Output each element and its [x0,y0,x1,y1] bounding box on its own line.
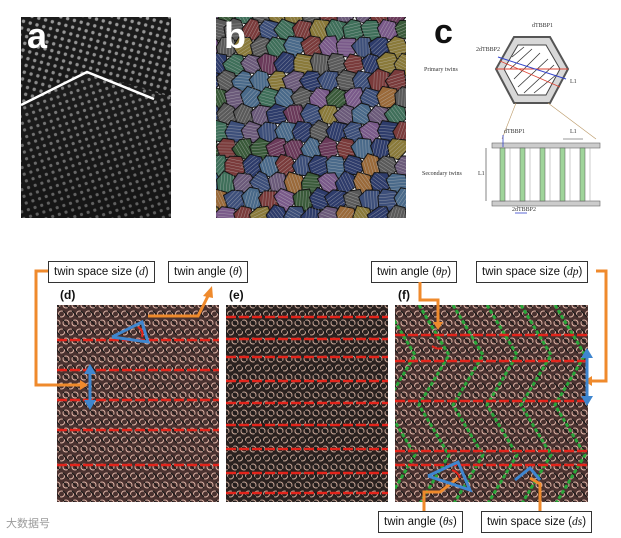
label-twin-space-size-dp: twin space size (dp) [476,261,588,283]
label-twin-angle-theta: twin angle (θ) [168,261,248,283]
label-twin-angle-theta-p: twin angle (θp) [371,261,457,283]
label-twin-space-size-ds: twin space size (ds) [481,511,592,533]
panel-d-simulation [57,305,219,502]
watermark-text: 大数据号 [6,515,50,531]
panel-e-simulation [226,305,388,502]
panel-f-simulation [395,305,588,502]
panel-d-letter: (d) [60,288,75,302]
label-twin-angle-theta-s: twin angle (θs) [378,511,463,533]
panel-e-letter: (e) [229,288,244,302]
label-twin-space-size-d: twin space size (d) [48,261,155,283]
panel-f-letter: (f) [398,288,410,302]
